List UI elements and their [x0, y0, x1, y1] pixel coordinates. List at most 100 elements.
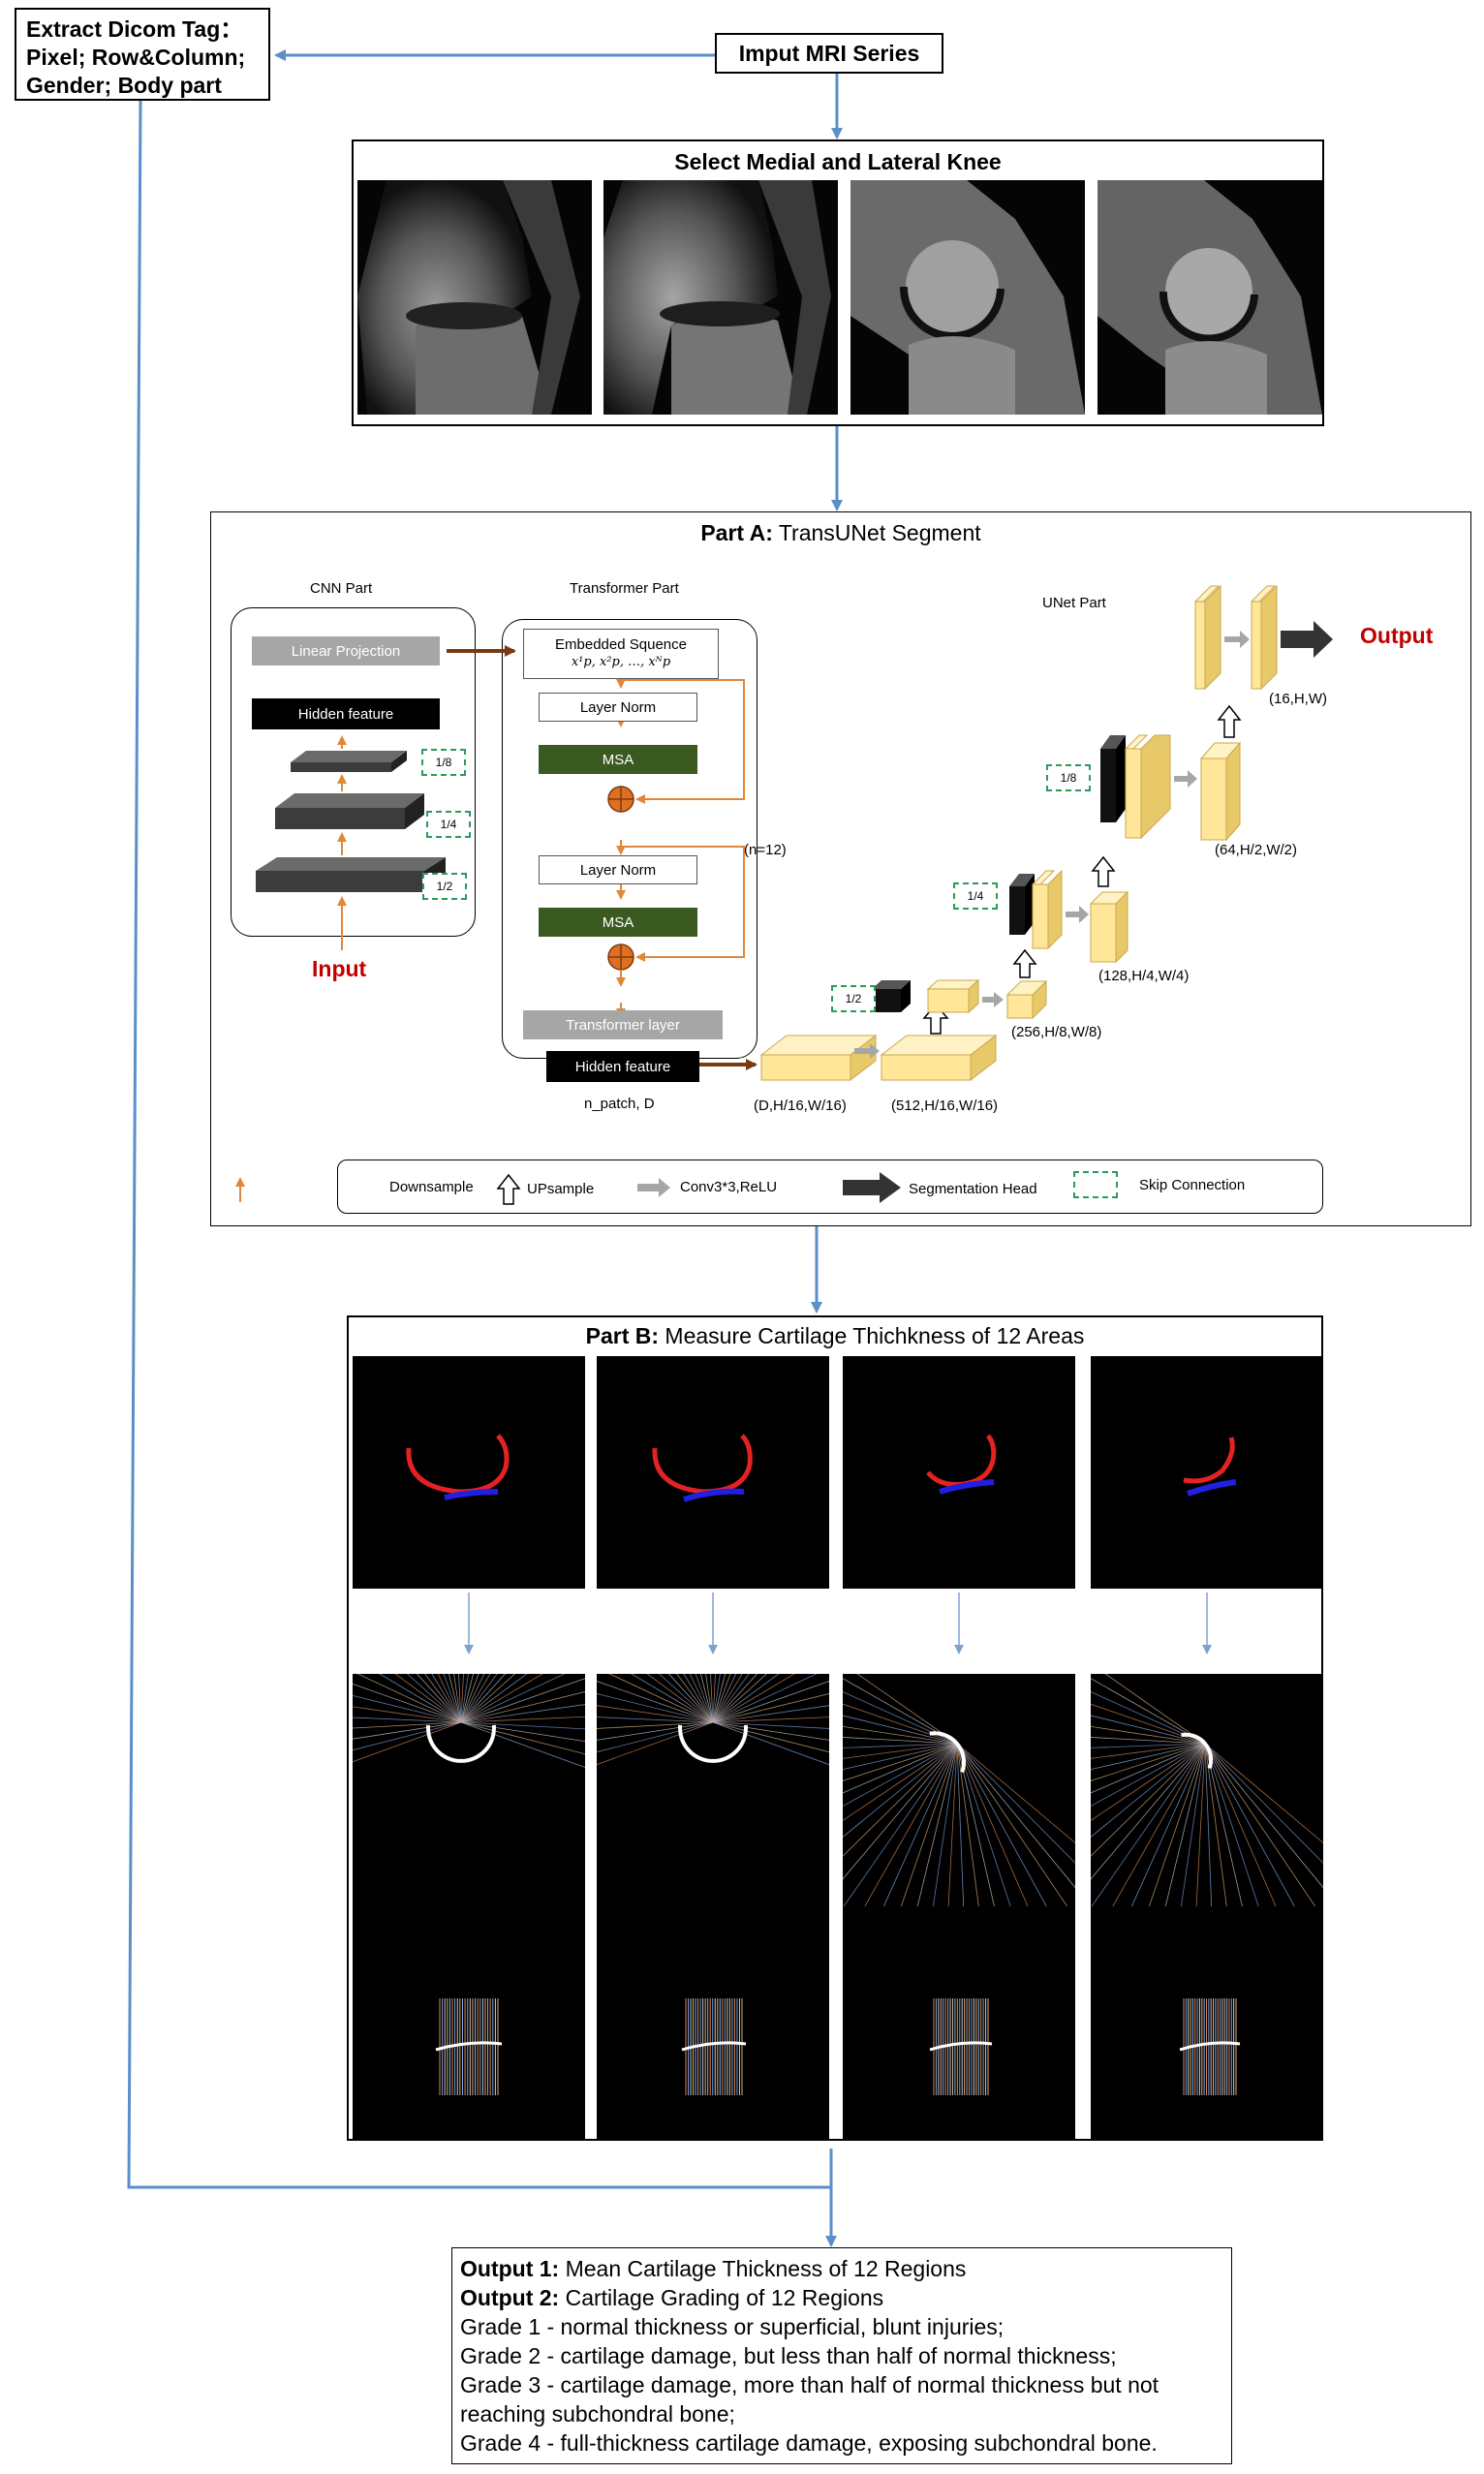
mask-panel-4: [1091, 1356, 1323, 1589]
feature-block-16a: [1193, 584, 1221, 691]
input-label: Input: [312, 956, 367, 981]
skip-black-64: [1100, 735, 1126, 822]
radial-line: [712, 1721, 829, 1753]
dicom-line-1: Extract Dicom Tag：: [26, 16, 243, 42]
output-1-bold: Output 1:: [460, 2256, 560, 2281]
radial-line: [712, 1721, 829, 1766]
radial-panel-4: [1091, 1674, 1323, 1906]
radial-line: [1091, 1743, 1206, 1838]
mri-slice-1: [357, 180, 592, 415]
part-a-box: Part A: TransUNet Segment CNN Part Trans…: [210, 511, 1471, 1226]
radial-line: [882, 1743, 958, 1906]
select-knee-box: Select Medial and Lateral Knee: [352, 139, 1324, 426]
radial-line: [1091, 1743, 1206, 1880]
grade-3-line-b: reaching subchondral bone;: [460, 2401, 735, 2427]
mask-panel-1: [353, 1356, 585, 1589]
cnn-slab-medium: [275, 793, 424, 829]
radial-line: [712, 1674, 721, 1723]
hidden-feature-node: Hidden feature: [252, 698, 440, 729]
mri-slice-4: [1098, 180, 1322, 415]
radial-line: [947, 1743, 958, 1906]
input-mri-series-box: Imput MRI Series: [715, 33, 943, 74]
radial-line: [1204, 1743, 1243, 1906]
radial-line: [712, 1693, 829, 1723]
radial-line: [1091, 1725, 1206, 1745]
mask-panel-2: [597, 1356, 829, 1589]
radial-line: [856, 1674, 958, 1745]
output-label: Output: [1360, 623, 1434, 648]
legend-downsample: Downsample: [389, 1179, 474, 1195]
radial-line: [956, 1743, 1047, 1906]
radial-line: [705, 1674, 714, 1723]
part-a-title-rest: TransUNet Segment: [772, 520, 981, 545]
radial-line: [676, 1674, 714, 1723]
transformer-part-label: Transformer Part: [570, 580, 679, 597]
feature-block-128a: [1031, 869, 1063, 950]
output-2-bold: Output 2:: [460, 2285, 560, 2310]
feature-block-256a: [926, 978, 980, 1014]
embedded-sequence-formula: x¹p, x²p, …, xᴺp: [571, 655, 671, 669]
radial-line: [1164, 1743, 1206, 1906]
radial-line: [712, 1674, 737, 1723]
radial-line: [843, 1743, 958, 1771]
radial-line: [1204, 1743, 1213, 1906]
radial-panel-1: [353, 1674, 585, 1906]
radial-line: [353, 1716, 462, 1723]
part-b-title-rest: Measure Cartilage Thichkness of 12 Areas: [659, 1323, 1085, 1348]
radial-line: [356, 1674, 462, 1723]
grade-4-line: Grade 4 - full-thickness cartilage damag…: [460, 2430, 1158, 2456]
output-box: Output 1: Mean Cartilage Thickness of 12…: [451, 2247, 1232, 2464]
feature-block-64b: [1199, 741, 1242, 842]
radial-line: [712, 1721, 829, 1729]
mri-slice-2: [603, 180, 838, 415]
skip-frac-cnn-8: 1/8: [421, 749, 466, 776]
radial-line: [956, 1743, 979, 1906]
hidden-feature-bottom-node: Hidden feature: [546, 1051, 699, 1082]
legend-seg-head: Segmentation Head: [909, 1181, 1037, 1197]
feature-block-16b: [1250, 584, 1278, 691]
skip-frac-cnn-2: 1/2: [422, 873, 467, 900]
radial-line: [1091, 1737, 1206, 1745]
radial-line: [460, 1674, 566, 1723]
skip-frac-unet-2: 1/2: [831, 985, 876, 1012]
radial-line: [843, 1737, 958, 1745]
residual-add-1: [607, 786, 634, 813]
radial-line: [353, 1694, 462, 1723]
radial-line: [712, 1674, 726, 1723]
radial-line: [1091, 1743, 1206, 1821]
part-a-title: Part A: TransUNet Segment: [211, 520, 1470, 546]
radial-line: [843, 1715, 958, 1745]
radial-line: [608, 1674, 714, 1723]
dim-d-label: (D,H/16,W/16): [754, 1098, 847, 1114]
radial-line: [712, 1674, 818, 1723]
radial-line: [932, 1743, 958, 1906]
feature-block-d: [759, 1034, 878, 1082]
radial-line: [416, 1674, 462, 1723]
radial-line: [1091, 1715, 1206, 1745]
radial-line: [597, 1721, 714, 1729]
radial-line: [712, 1674, 795, 1723]
dim-256-label: (256,H/8,W/8): [1011, 1024, 1102, 1040]
radial-line: [631, 1674, 714, 1723]
feature-block-256b: [1005, 979, 1048, 1020]
strip-cartilage: [929, 2041, 993, 2052]
radial-line: [843, 1703, 958, 1745]
legend-conv: Conv3*3,ReLU: [680, 1179, 778, 1195]
output-1-line: Output 1: Mean Cartilage Thickness of 12…: [460, 2254, 1223, 2283]
radial-line: [1091, 1678, 1206, 1745]
radial-line: [1091, 1743, 1206, 1794]
n-patch-label: n_patch, D: [584, 1096, 655, 1112]
cnn-slab-small: [291, 751, 407, 772]
radial-line: [431, 1674, 462, 1723]
radial-line: [353, 1721, 462, 1751]
radial-line: [460, 1674, 469, 1723]
embedded-sequence-node: Embedded Squence x¹p, x²p, …, xᴺp: [523, 629, 719, 679]
radial-line: [1104, 1674, 1206, 1745]
radial-line: [667, 1674, 714, 1723]
radial-line: [712, 1674, 750, 1723]
radial-line: [1204, 1743, 1259, 1906]
radial-panel-2: [597, 1674, 829, 1906]
radial-line: [658, 1674, 714, 1723]
radial-line: [1091, 1703, 1206, 1745]
cartilage-arc: [426, 1724, 496, 1763]
